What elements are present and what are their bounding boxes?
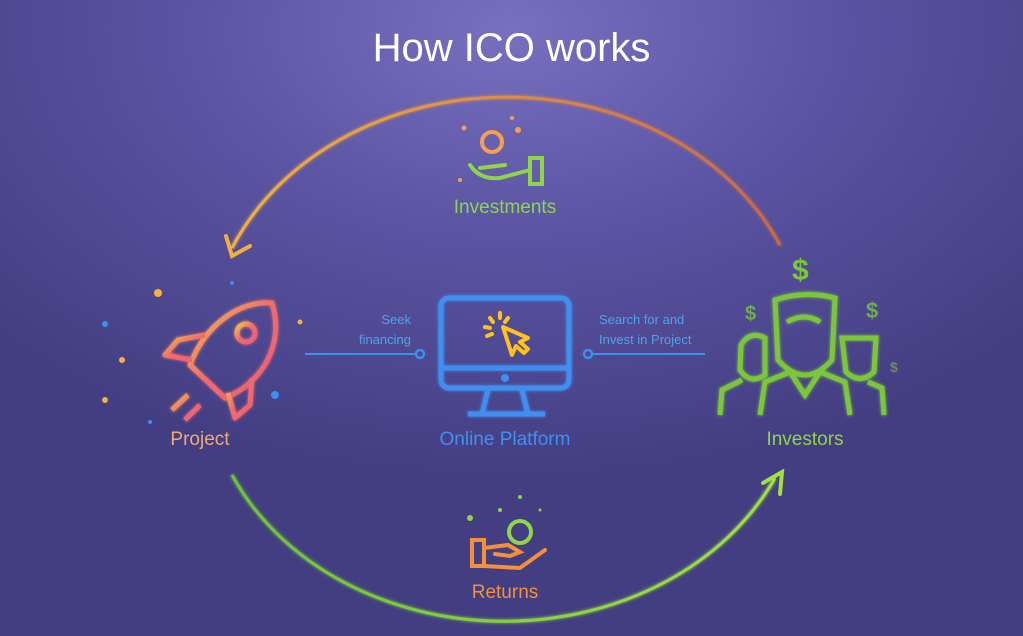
investors-label: Investors bbox=[766, 429, 844, 450]
investments-label: Investments bbox=[453, 197, 557, 218]
svg-text:$: $ bbox=[745, 303, 756, 325]
hand-coin-icon bbox=[470, 519, 547, 571]
svg-text:$: $ bbox=[792, 254, 809, 287]
rocket-icon bbox=[162, 300, 279, 422]
search-line-1: Search for and bbox=[599, 312, 685, 327]
monitor-icon bbox=[438, 295, 572, 417]
investments-arc bbox=[230, 95, 782, 249]
hand-coin-icon bbox=[468, 130, 544, 186]
platform-label: Online Platform bbox=[439, 429, 571, 450]
returns-label: Returns bbox=[471, 582, 539, 603]
svg-text:$: $ bbox=[866, 298, 878, 323]
seek-line-2: financing bbox=[358, 332, 411, 347]
cursor-icon bbox=[483, 311, 530, 357]
dollar-icon: $ $ $ $ bbox=[745, 254, 898, 375]
investors-icon bbox=[717, 292, 887, 416]
page-title: How ICO works bbox=[372, 26, 651, 70]
arrow-head-project bbox=[224, 234, 252, 259]
seek-financing-label: Seek financing bbox=[359, 310, 411, 350]
search-invest-label: Search for and Invest in Project bbox=[599, 310, 692, 350]
sparkle-dots bbox=[102, 289, 303, 403]
seek-line-1: Seek bbox=[381, 312, 411, 327]
arrow-head-investors bbox=[761, 468, 785, 496]
returns-arc bbox=[230, 474, 777, 623]
search-line-2: Invest in Project bbox=[599, 332, 692, 347]
svg-text:$: $ bbox=[890, 359, 898, 375]
project-label: Project bbox=[170, 429, 230, 450]
